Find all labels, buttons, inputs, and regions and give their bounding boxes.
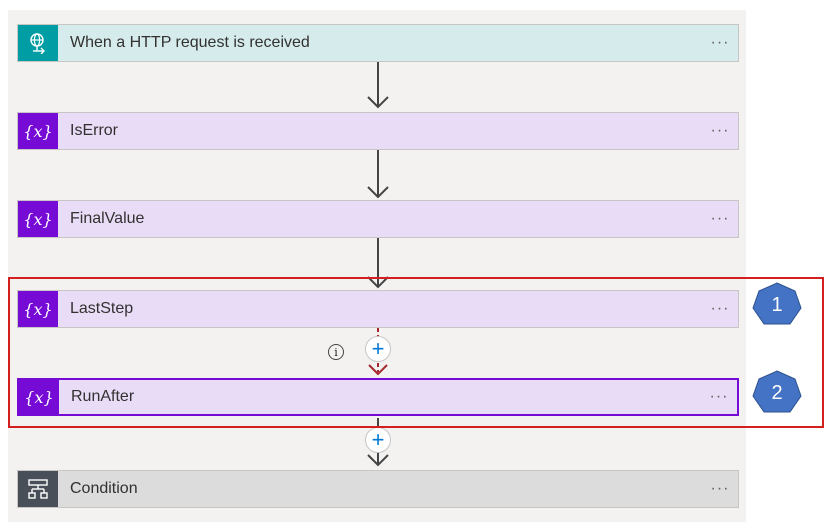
more-options-icon[interactable]: ··· <box>710 34 730 51</box>
arrow-down-icon <box>367 150 389 199</box>
variable-icon: {x} <box>18 291 58 327</box>
step-runafter[interactable]: {x} RunAfter ··· <box>17 378 739 416</box>
highlight-box <box>8 277 824 428</box>
step-laststep[interactable]: {x} LastStep ··· <box>17 290 739 328</box>
step-title: LastStep <box>70 300 134 317</box>
step-condition[interactable]: Condition ··· <box>17 470 739 508</box>
step-title: IsError <box>70 122 118 139</box>
step-title: RunAfter <box>71 388 135 405</box>
variable-icon: {x} <box>18 201 58 237</box>
insert-step-button[interactable]: + <box>365 427 391 453</box>
insert-step-button[interactable]: + <box>365 336 391 362</box>
more-options-icon[interactable]: ··· <box>710 210 730 227</box>
step-finalvalue[interactable]: {x} FinalValue ··· <box>17 200 739 238</box>
arrow-down-icon <box>367 62 389 109</box>
annotation-badge-1: 1 <box>752 282 802 328</box>
annotation-badge-2: 2 <box>752 370 802 416</box>
step-title: When a HTTP request is received <box>70 34 310 51</box>
variable-icon: {x} <box>18 113 58 149</box>
variable-icon: {x} <box>19 380 59 414</box>
more-options-icon[interactable]: ··· <box>710 300 730 317</box>
step-title: FinalValue <box>70 210 145 227</box>
more-options-icon[interactable]: ··· <box>710 480 730 497</box>
more-options-icon[interactable]: ··· <box>709 388 729 405</box>
step-title: Condition <box>70 480 138 497</box>
http-request-icon <box>18 25 58 61</box>
condition-icon <box>18 471 58 507</box>
info-icon[interactable]: i <box>328 344 344 360</box>
step-http-trigger[interactable]: When a HTTP request is received ··· <box>17 24 739 62</box>
step-iserror[interactable]: {x} IsError ··· <box>17 112 739 150</box>
more-options-icon[interactable]: ··· <box>710 122 730 139</box>
